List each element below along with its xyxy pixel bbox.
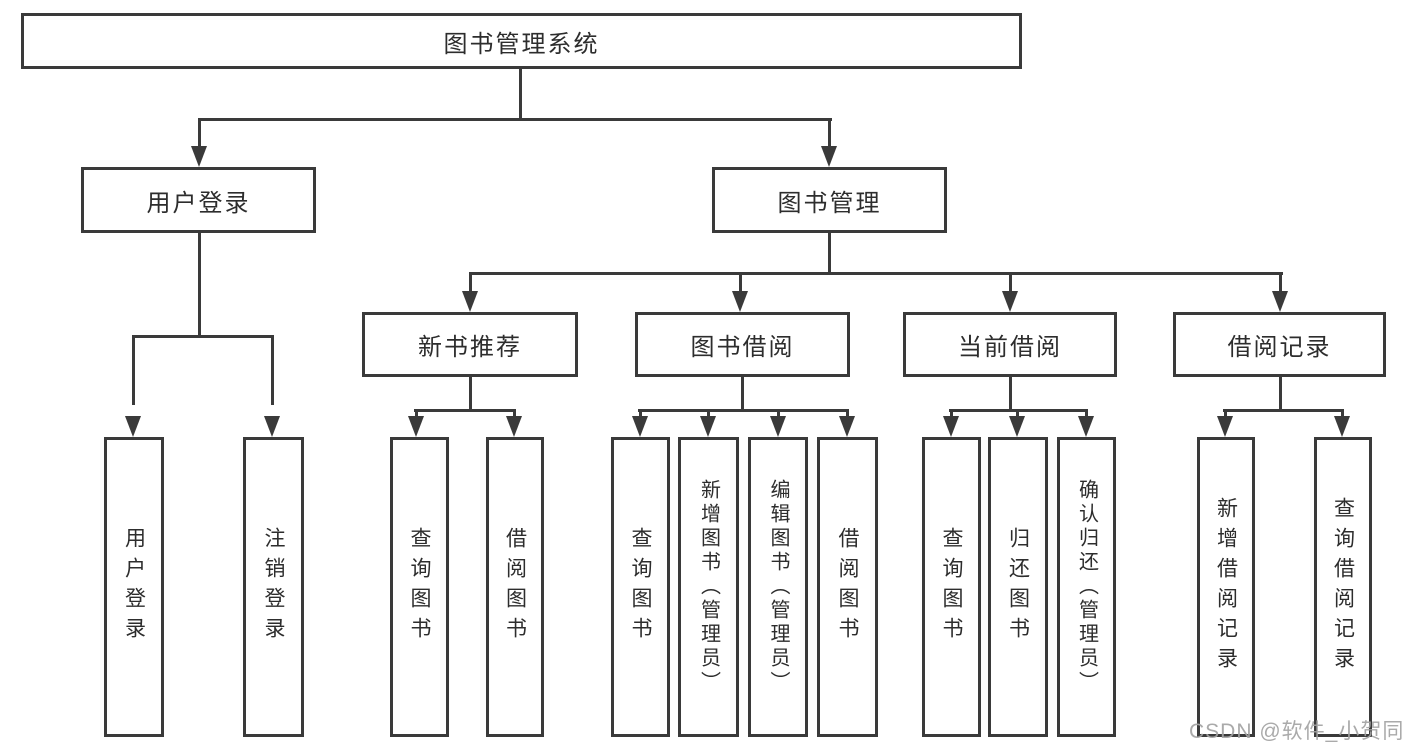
arrow-to-current-borrow	[1002, 291, 1018, 312]
arrow-to-leaf	[408, 416, 424, 437]
node-current-borrow: 当前借阅	[903, 312, 1117, 377]
connector-leaf-shaft	[777, 409, 780, 419]
connector-leaf-shaft	[415, 409, 418, 419]
connector-level3-shaft	[1279, 272, 1282, 292]
connector-level3-rail	[469, 272, 1283, 275]
connector-leaf-shaft	[639, 409, 642, 419]
arrow-to-leaf	[1009, 416, 1025, 437]
arrow-to-leaf	[632, 416, 648, 437]
leaf-label: 借阅图书	[503, 527, 527, 647]
leaf-label: 查询借阅记录	[1331, 497, 1355, 677]
arrow-to-leaf	[700, 416, 716, 437]
arrow-to-leaf	[506, 416, 522, 437]
connector-user-login-rail	[132, 335, 274, 338]
leaf-logout: 注销登录	[243, 437, 304, 737]
node-book-borrow: 图书借阅	[635, 312, 850, 377]
connector-book-management-shaft	[828, 118, 831, 148]
leaf-add-borrow-record: 新增借阅记录	[1197, 437, 1255, 737]
connector-leaf-shaft	[950, 409, 953, 419]
connector-current-borrow-stem	[1009, 377, 1012, 412]
leaf-query-books-borrow: 查询图书	[611, 437, 670, 737]
connector-leaf-shaft	[1085, 409, 1088, 419]
node-library-management-system: 图书管理系统	[21, 13, 1022, 69]
leaf-confirm-return-admin: 确认归还（管理员）	[1057, 437, 1116, 737]
arrow-to-leaf	[770, 416, 786, 437]
connector-level3-shaft	[739, 272, 742, 292]
leaf-query-borrow-record: 查询借阅记录	[1314, 437, 1372, 737]
leaf-label: 查询图书	[408, 527, 431, 647]
connector-leaf-shaft	[707, 409, 710, 419]
arrow-to-borrow-records	[1272, 291, 1288, 312]
arrow-to-book-borrow	[732, 291, 748, 312]
node-borrow-records: 借阅记录	[1173, 312, 1386, 377]
connector-leaf-shaft	[513, 409, 516, 419]
node-new-book-recommend: 新书推荐	[362, 312, 578, 377]
arrow-to-leaf	[943, 416, 959, 437]
connector-borrow-records-rail	[1223, 409, 1344, 412]
leaf-label: 编辑图书（管理员）	[767, 479, 789, 695]
leaf-edit-book-admin: 编辑图书（管理员）	[748, 437, 808, 737]
connector-level3-shaft	[469, 272, 472, 292]
arrow-to-leaf	[839, 416, 855, 437]
leaf-label: 归还图书	[1006, 527, 1030, 647]
connector-user-login-stem	[198, 233, 201, 338]
connector-new-book-stem	[469, 377, 472, 412]
arrow-to-leaf	[1078, 416, 1094, 437]
connector-book-management-stem	[828, 233, 831, 275]
connector-user-login-shaft	[198, 118, 201, 148]
connector-root-stem	[519, 68, 522, 121]
csdn-watermark: CSDN @软件_小贺同学	[1189, 720, 1405, 743]
node-user-login: 用户登录	[81, 167, 316, 233]
arrow-to-user-login	[191, 146, 207, 167]
connector-leaf-shaft	[1341, 409, 1344, 419]
arrow-to-leaf	[1217, 416, 1233, 437]
leaf-user-login: 用户登录	[104, 437, 164, 737]
leaf-borrow-books-recommend: 借阅图书	[486, 437, 544, 737]
arrow-to-leaf	[1334, 416, 1350, 437]
leaf-return-books: 归还图书	[988, 437, 1048, 737]
arrow-to-leaf-logout	[264, 416, 280, 437]
connector-leaf-shaft	[1224, 409, 1227, 419]
arrow-to-leaf-user-login	[125, 416, 141, 437]
leaf-label: 查询图书	[629, 527, 652, 647]
leaf-label: 查询图书	[940, 527, 963, 647]
leaf-label: 注销登录	[262, 527, 285, 647]
connector-leaf-shaft	[1016, 409, 1019, 419]
leaf-label: 用户登录	[122, 527, 146, 647]
leaf-query-books-recommend: 查询图书	[390, 437, 449, 737]
leaf-label: 新增借阅记录	[1214, 497, 1238, 677]
leaf-borrow-books: 借阅图书	[817, 437, 878, 737]
node-book-management: 图书管理	[712, 167, 947, 233]
arrow-to-new-book-recommend	[462, 291, 478, 312]
connector-new-book-rail	[414, 409, 516, 412]
leaf-add-book-admin: 新增图书（管理员）	[678, 437, 739, 737]
arrow-to-book-management	[821, 146, 837, 167]
connector-book-borrow-rail	[638, 409, 849, 412]
connector-leaf-shaft	[846, 409, 849, 419]
leaf-query-books-current: 查询图书	[922, 437, 981, 737]
connector-book-borrow-stem	[741, 377, 744, 412]
connector-leaf-shaft	[132, 335, 135, 405]
connector-borrow-records-stem	[1279, 377, 1282, 412]
connector-level2-rail	[198, 118, 832, 121]
connector-level3-shaft	[1009, 272, 1012, 292]
connector-leaf-shaft	[271, 335, 274, 405]
leaf-label: 新增图书（管理员）	[697, 479, 720, 695]
leaf-label: 确认归还（管理员）	[1075, 479, 1098, 695]
leaf-label: 借阅图书	[836, 527, 859, 647]
